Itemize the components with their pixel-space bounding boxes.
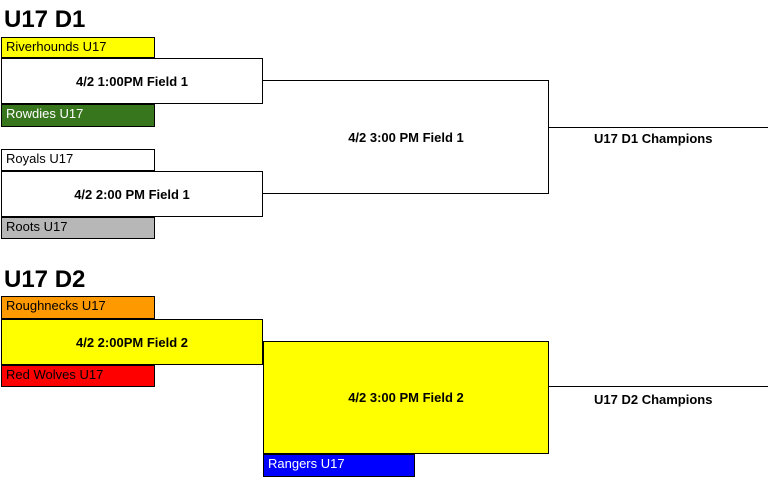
d1-connector-top	[263, 80, 549, 81]
d1-connector-vertical	[548, 80, 549, 194]
d1-match-2: 4/2 2:00 PM Field 1	[1, 171, 263, 217]
team-roughnecks: Roughnecks U17	[1, 296, 155, 319]
d2-champions-label: U17 D2 Champions	[594, 392, 713, 407]
team-rangers: Rangers U17	[263, 454, 415, 477]
d1-match-1: 4/2 1:00PM Field 1	[1, 58, 263, 104]
d1-champion-line	[548, 127, 768, 128]
team-riverhounds: Riverhounds U17	[1, 37, 155, 58]
d2-title: U17 D2	[4, 266, 86, 293]
d2-final: 4/2 3:00 PM Field 2	[263, 341, 549, 454]
team-rowdies: Rowdies U17	[1, 104, 155, 127]
d1-connector-bottom	[263, 193, 549, 194]
d2-champion-line	[549, 386, 768, 387]
d1-title: U17 D1	[4, 6, 86, 33]
team-roots: Roots U17	[1, 217, 155, 239]
d2-match-1: 4/2 2:00PM Field 2	[1, 319, 263, 365]
d1-final: 4/2 3:00 PM Field 1	[348, 129, 464, 145]
team-royals: Royals U17	[1, 149, 155, 171]
team-red-wolves: Red Wolves U17	[1, 365, 155, 387]
d1-champions-label: U17 D1 Champions	[594, 131, 713, 146]
